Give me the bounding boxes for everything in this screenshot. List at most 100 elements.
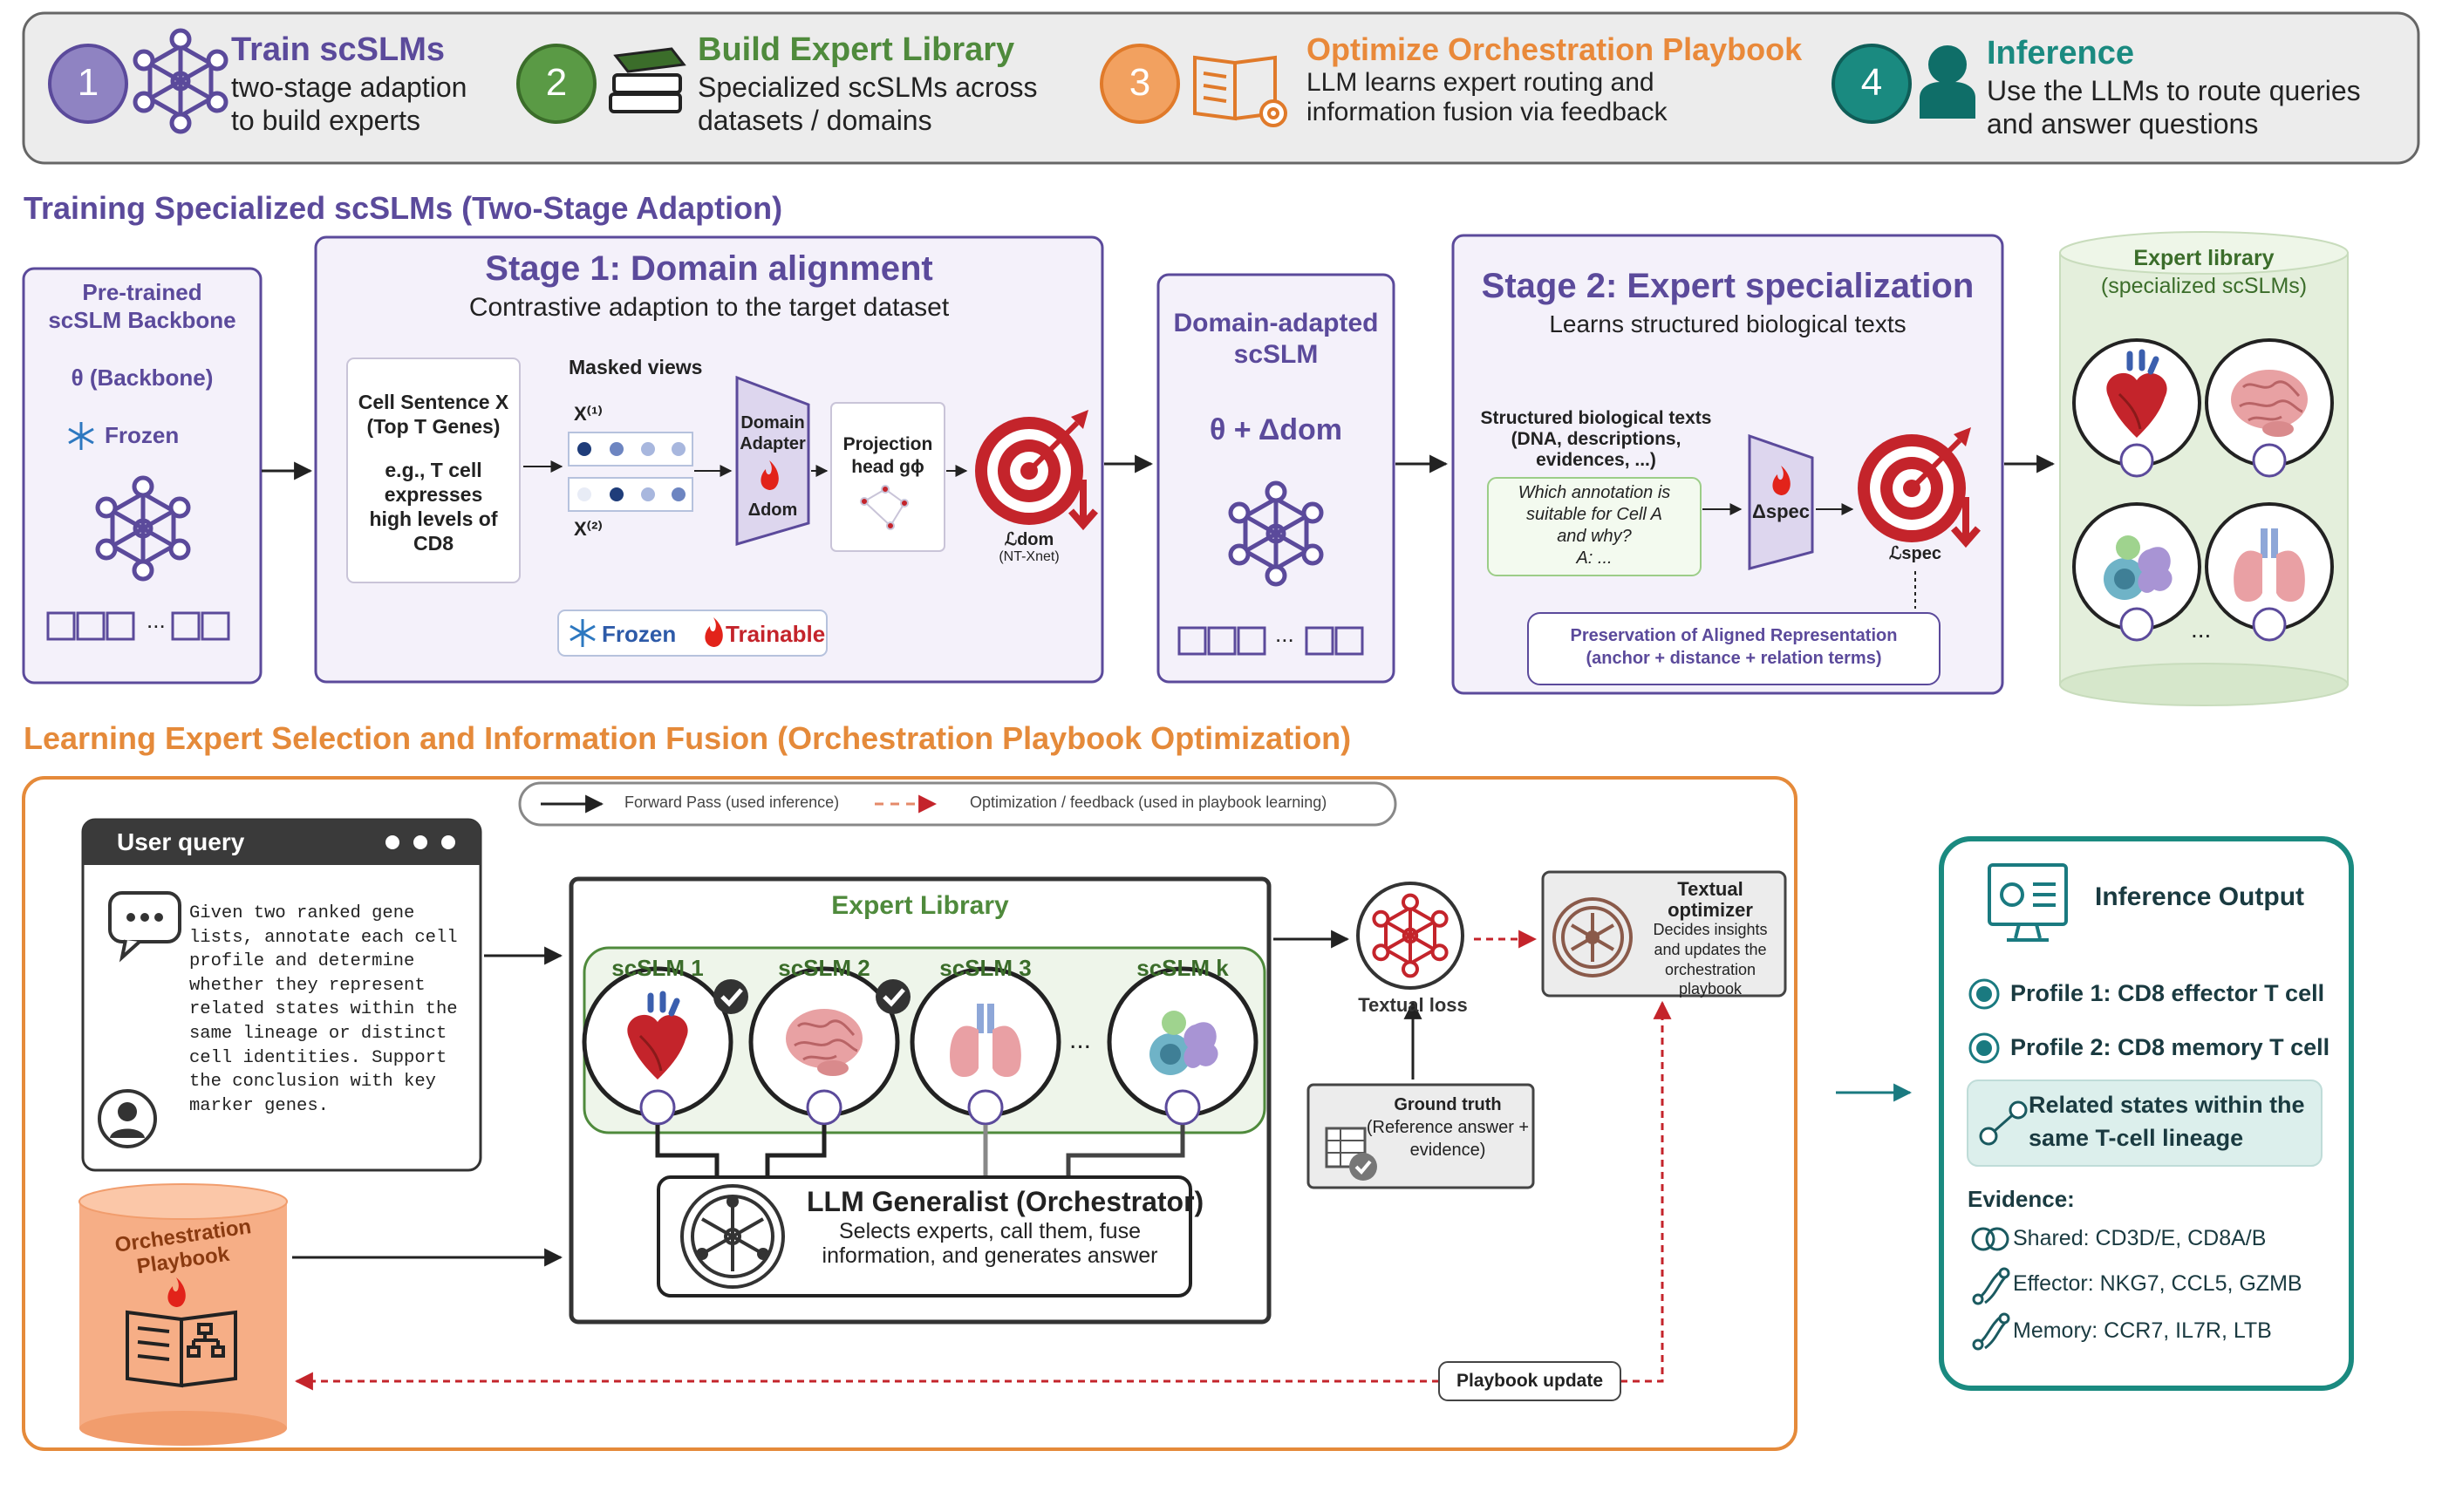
- legend-frozen-trainable: [557, 610, 828, 657]
- domain-adapted-box: [1156, 273, 1395, 684]
- question-bubble: [1487, 477, 1702, 576]
- gt-l1: Ground truth: [1394, 1095, 1502, 1114]
- chat-bubble-icon: [108, 891, 181, 963]
- orchestration-heading: Learning Expert Selection and Informatio…: [24, 720, 1352, 756]
- step-4-desc2: and answer questions: [1987, 108, 2259, 140]
- legend-frozen: Frozen: [602, 621, 677, 647]
- x2-label: X⁽²⁾: [574, 518, 603, 540]
- gt-l3: evidence): [1409, 1141, 1486, 1160]
- arrow-update-optimizer: [1620, 1000, 1672, 1383]
- evidence-effector: Effector: NKG7, CCL5, GZMB: [2013, 1271, 2302, 1296]
- stage2-loss: ℒspec: [1889, 544, 1941, 563]
- gt-l2: (Reference answer +: [1366, 1118, 1530, 1137]
- library-badges: [2119, 443, 2287, 642]
- check-icon-1: [713, 979, 748, 1014]
- domain-adapter-shape: [735, 375, 810, 547]
- step-4-circle: [1832, 44, 1912, 124]
- optimizer-d2: and updates the: [1654, 941, 1767, 958]
- texts-l1: Structured biological texts: [1480, 408, 1712, 428]
- legend-forward: Forward Pass (used inference): [624, 793, 840, 811]
- stage1-title: Stage 1: Domain alignment: [485, 249, 933, 288]
- optimizer-l1: Textual: [1677, 878, 1743, 900]
- question-l3: and why?: [1557, 527, 1632, 546]
- stage2-box: [1451, 234, 2004, 695]
- playbook-cylinder: [78, 1183, 288, 1446]
- stage1-subtitle: Contrastive adaption to the target datas…: [468, 293, 950, 322]
- backbone-title1: Pre-trained: [82, 279, 202, 305]
- preservation-box: [1527, 612, 1941, 685]
- user-query-title: User query: [117, 828, 245, 855]
- expert-library-title: Expert Library: [831, 891, 1009, 920]
- step-2-number: 2: [545, 61, 568, 104]
- legend-trainable: Trainable: [726, 621, 826, 647]
- expert-dots: ...: [1069, 1025, 1092, 1054]
- llm-desc1: Selects experts, call them, fuse: [839, 1219, 1141, 1243]
- question-l2: suitable for Cell A: [1526, 505, 1662, 524]
- playbook-update-label: Playbook update: [1456, 1371, 1604, 1391]
- output-profile1: Profile 1: CD8 effector T cell: [2010, 980, 2325, 1006]
- library-title1: Expert library: [2133, 246, 2275, 270]
- example-l3: high levels of: [369, 507, 498, 530]
- cell-sentence-box: [346, 358, 521, 583]
- llm-title: LLM Generalist (Orchestrator): [807, 1186, 1204, 1217]
- step-4-number: 4: [1860, 61, 1883, 104]
- masked-view-1: [568, 432, 693, 467]
- adapted-tokens: [1177, 626, 1364, 656]
- textual-loss-label: Textual loss: [1358, 994, 1468, 1016]
- textual-loss-icon: [1356, 882, 1464, 990]
- masked-views-label: Masked views: [569, 356, 703, 378]
- x1-label: X⁽¹⁾: [574, 403, 603, 425]
- computer-icon: [1988, 863, 2068, 942]
- step-4-user-icon: [1920, 45, 1975, 119]
- cell-sentence-l1: Cell Sentence X: [358, 391, 509, 413]
- expert-connectors: [655, 1125, 1185, 1177]
- output-title: Inference Output: [2095, 882, 2305, 911]
- cell-sentence-l2: (Top T Genes): [366, 415, 501, 438]
- evidence-label: Evidence:: [1968, 1186, 2075, 1212]
- step-3-circle: [1100, 44, 1180, 124]
- expert-label-3: scSLM 3: [939, 955, 1032, 981]
- step-2-books-icon: [609, 47, 686, 113]
- evidence-shared: Shared: CD3D/E, CD8A/B: [2013, 1226, 2267, 1250]
- spec-delta: Δspec: [1752, 501, 1810, 522]
- spec-adapter-shape: [1748, 433, 1814, 570]
- step-1-number: 1: [77, 61, 99, 104]
- example-l2: expresses: [384, 483, 483, 506]
- radio-icon-1: [1968, 978, 2000, 1010]
- step-3-number: 3: [1129, 61, 1151, 104]
- step-3-desc2: information fusion via feedback: [1306, 98, 1668, 126]
- expert-badges: [639, 1089, 1201, 1126]
- step-2-circle: [516, 44, 597, 124]
- arrow-legend-box: [518, 781, 1397, 827]
- adapted-title1: Domain-adapted: [1173, 309, 1379, 337]
- step-1-desc2: to build experts: [231, 105, 421, 136]
- lineage-icon: [1979, 1100, 2028, 1146]
- step-1-title: Train scSLMs: [231, 31, 445, 68]
- effector-dna-icon: [1972, 1267, 2010, 1305]
- expert-label-k: scSLM k: [1136, 955, 1229, 981]
- playbook-book-icon: [126, 1310, 237, 1388]
- texts-l2: (DNA, descriptions,: [1511, 429, 1681, 449]
- evidence-memory: Memory: CCR7, IL7R, LTB: [2013, 1318, 2272, 1343]
- step-2-desc1: Specialized scSLMs across: [698, 72, 1038, 103]
- window-dots-icon: [385, 835, 455, 849]
- check-icon-2: [876, 979, 911, 1014]
- adapted-title2: scSLM: [1233, 340, 1319, 369]
- stage2-subtitle: Learns structured biological texts: [1549, 310, 1907, 337]
- step-1-circle: [48, 44, 128, 124]
- backbone-title2: scSLM Backbone: [48, 307, 236, 333]
- step-3-desc1: LLM learns expert routing and: [1306, 68, 1654, 97]
- proj-l1: Projection: [842, 434, 933, 454]
- texts-l3: evidences, ...): [1536, 450, 1656, 470]
- preservation-l2: (anchor + distance + relation terms): [1586, 649, 1882, 668]
- proj-l2: head gϕ: [851, 457, 924, 477]
- optimizer-d3: orchestration: [1664, 961, 1756, 978]
- stage2-title: Stage 2: Expert specialization: [1481, 267, 1975, 305]
- example-l1: e.g., T cell: [385, 459, 482, 481]
- backbone-tokens: [46, 611, 230, 641]
- question-l4: A: ...: [1576, 548, 1613, 568]
- shared-icon: [1971, 1227, 2009, 1251]
- adapted-dots: ...: [1275, 621, 1294, 647]
- llm-generalist-box: [657, 1175, 1192, 1297]
- user-avatar-icon: [98, 1089, 157, 1148]
